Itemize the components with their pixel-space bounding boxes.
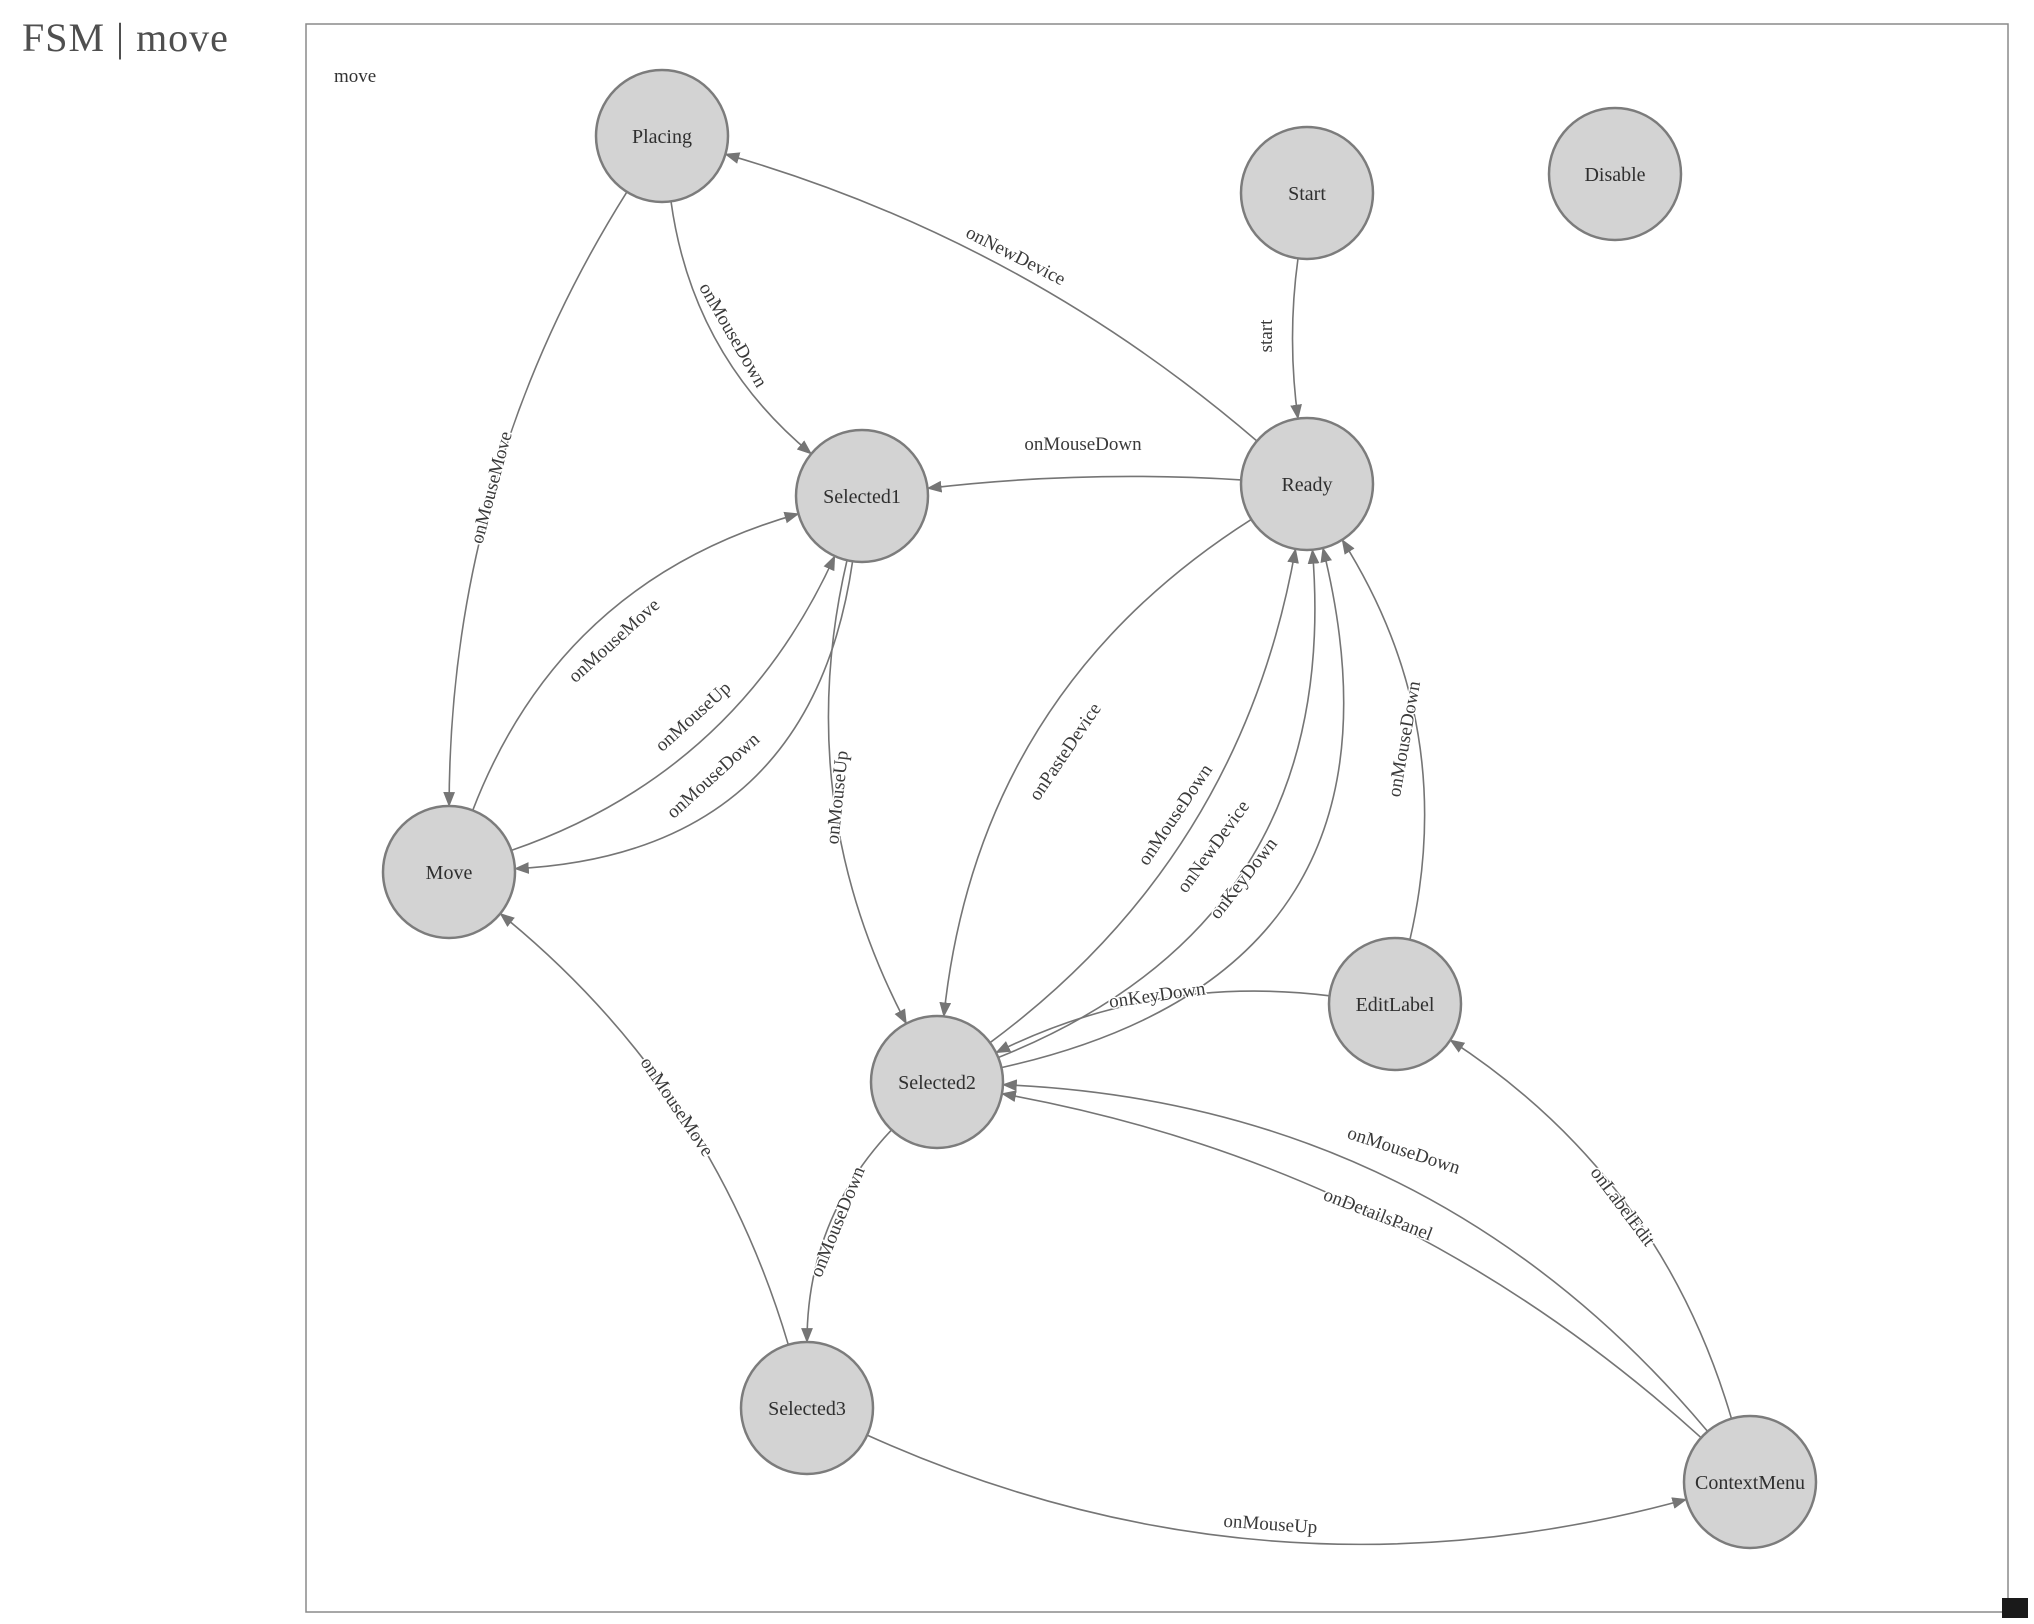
state-node-EditLabel[interactable]: EditLabel	[1327, 936, 1463, 1072]
transition-EditLabel-Ready-onMouseDown	[1341, 538, 1426, 940]
transition-Selected2-Selected3-onMouseDown	[801, 1129, 893, 1344]
transition-label: onMouseUp	[1223, 1511, 1318, 1539]
state-circle[interactable]	[1327, 936, 1463, 1072]
transition-Move-Selected1-onMouseMove	[471, 511, 800, 811]
transition-EditLabel-Selected2-onKeyDown	[995, 990, 1330, 1054]
transition-ContextMenu-EditLabel-onLabelEdit	[1449, 1039, 1733, 1419]
state-circle[interactable]	[1682, 1414, 1818, 1550]
transition-label: onMouseDown	[1024, 434, 1142, 455]
transition-label: onKeyDown	[1108, 978, 1208, 1012]
state-node-Disable[interactable]: Disable	[1547, 106, 1683, 242]
state-node-ContextMenu[interactable]: ContextMenu	[1682, 1414, 1818, 1550]
state-node-Selected3[interactable]: Selected3	[739, 1340, 875, 1476]
state-circle[interactable]	[869, 1014, 1005, 1150]
transition-label: onMouseUp	[822, 750, 853, 846]
state-label: ContextMenu	[1695, 1472, 1805, 1494]
transition-label: onMouseMove	[636, 1053, 718, 1160]
state-node-Selected2[interactable]: Selected2	[869, 1014, 1005, 1150]
state-node-Selected1[interactable]: Selected1	[794, 428, 930, 564]
transition-label: onMouseDown	[694, 279, 771, 391]
transition-label: onMouseMove	[467, 429, 517, 546]
state-circle[interactable]	[1239, 125, 1375, 261]
state-node-Ready[interactable]: Ready	[1239, 416, 1375, 552]
transition-Selected2-Ready-onMouseDown	[989, 547, 1299, 1044]
transition-Selected2-Ready-onNewDevice	[998, 548, 1320, 1059]
transition-label: onLabelEdit	[1586, 1163, 1660, 1251]
transition-label: onMouseDown	[1345, 1123, 1463, 1179]
transition-Selected1-Selected2-onMouseUp	[827, 560, 908, 1025]
transition-Placing-Move-onMouseMove	[443, 191, 628, 808]
transition-Selected2-Ready-onKeyDown	[1001, 547, 1345, 1069]
state-circle[interactable]	[739, 1340, 875, 1476]
transition-label: onPasteDevice	[1025, 699, 1106, 804]
state-label: Start	[1288, 183, 1326, 205]
transition-Start-Ready-start	[1290, 258, 1302, 420]
transition-Selected3-Move-onMouseMove	[499, 912, 790, 1345]
state-label: Selected2	[898, 1072, 976, 1094]
transition-Ready-Selected1-onMouseDown	[926, 475, 1242, 493]
state-circle[interactable]	[381, 804, 517, 940]
transition-ContextMenu-Selected2-onMouseDown	[1001, 1079, 1709, 1432]
transition-Ready-Selected2-onPasteDevice	[939, 518, 1252, 1018]
edge-labels-layer: start onNewDevice onMouseDown onMouseMove on…	[465, 221, 1661, 1540]
transition-label: onMouseDown	[806, 1163, 870, 1280]
state-label: Disable	[1584, 164, 1645, 186]
transition-Selected3-ContextMenu-onMouseUp	[866, 1434, 1688, 1546]
transition-Ready-Placing-onNewDevice	[724, 152, 1258, 442]
transition-ContextMenu-Selected2-onDetailsPanel	[1000, 1090, 1702, 1439]
state-node-Start[interactable]: Start	[1239, 125, 1375, 261]
transition-label: onNewDevice	[962, 222, 1068, 290]
edges-layer	[443, 152, 1733, 1546]
state-label: EditLabel	[1356, 994, 1435, 1016]
state-circle[interactable]	[1547, 106, 1683, 242]
page-title: FSM | move	[22, 15, 229, 60]
diagram-canvas	[305, 23, 2009, 1613]
state-label: Selected3	[768, 1398, 846, 1420]
transition-Placing-Selected1-onMouseDown	[670, 201, 813, 455]
state-label: Placing	[632, 126, 692, 148]
transition-label: onMouseUp	[651, 678, 735, 756]
state-label: Ready	[1281, 474, 1332, 496]
canvas-title: move	[334, 66, 376, 87]
transition-Move-Selected1-onMouseUp	[511, 555, 836, 852]
transition-Selected1-Move-onMouseDown	[513, 561, 854, 874]
state-node-Placing[interactable]: Placing	[594, 68, 730, 204]
state-node-Move[interactable]: Move	[381, 804, 517, 940]
state-label: Move	[426, 862, 473, 884]
transition-label: start	[1256, 319, 1277, 352]
state-circle[interactable]	[1239, 416, 1375, 552]
state-label: Selected1	[823, 486, 901, 508]
state-circle[interactable]	[594, 68, 730, 204]
canvas-resize-grip[interactable]	[2002, 1598, 2028, 1618]
state-circle[interactable]	[794, 428, 930, 564]
